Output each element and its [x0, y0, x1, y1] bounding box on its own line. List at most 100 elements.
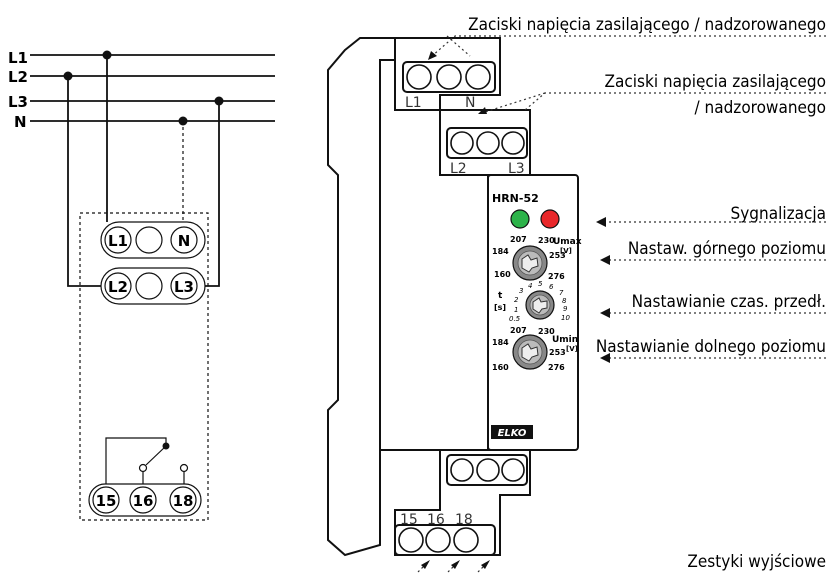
umax-tick-160: 160 [494, 270, 511, 279]
brand-logo: ELKO [498, 428, 527, 439]
time-tick-0-5: 0.5 [509, 315, 521, 323]
umax-label: Umax [553, 237, 582, 247]
schematic-terminal-row-1: L1 N [100, 221, 206, 259]
line-label-l3: L3 [8, 93, 28, 111]
terminal-label-l2: L2 [108, 278, 128, 296]
supply-lines: L1 L2 L3 N [8, 49, 275, 287]
screw-n [465, 64, 491, 90]
brand-badge [491, 425, 533, 439]
terminal-empty-1 [135, 226, 163, 254]
arrow-delay [600, 308, 610, 318]
time-tick-3: 3 [519, 287, 523, 295]
callout-signal: Sygnalizacja [731, 204, 826, 224]
device-label-18: 18 [455, 512, 473, 528]
arrow-upper [600, 255, 610, 265]
umin-unit: [V] [566, 345, 578, 353]
umax-tick-230: 230 [538, 236, 555, 245]
time-delay-dial[interactable] [525, 290, 555, 320]
umin-tick-253: 253 [549, 348, 566, 357]
umin-tick-230: 230 [538, 327, 555, 336]
terminal-l1 [104, 226, 132, 254]
terminal-n [170, 226, 198, 254]
schematic-frame [79, 212, 209, 521]
screw-16 [425, 527, 451, 553]
arrow-lower [600, 353, 610, 363]
time-tick-2: 2 [514, 296, 519, 304]
terminal-label-l1: L1 [108, 232, 128, 250]
callouts: Zaciski napięcia zasilającego / nadzorow… [417, 15, 827, 573]
screw-lower-1 [450, 458, 474, 482]
drop-l3 [205, 101, 220, 287]
callout-supply-top: Zaciski napięcia zasilającego / nadzorow… [468, 15, 826, 35]
terminal-label-n: N [178, 232, 191, 250]
led-green-indicator [510, 209, 530, 229]
device-label-16: 16 [427, 512, 445, 528]
device-label-l1: L1 [405, 95, 422, 111]
umin-tick-160: 160 [492, 363, 509, 372]
schematic-terminal-row-2: L2 L3 [100, 267, 206, 305]
umax-tick-253: 253 [549, 251, 566, 260]
umax-tick-184: 184 [492, 247, 509, 256]
screw-mid-b [476, 131, 500, 155]
terminal-label-18: 18 [173, 492, 194, 510]
screw-l3 [501, 131, 525, 155]
time-tick-9: 9 [563, 305, 568, 313]
screw-15 [398, 527, 424, 553]
device-label-l2: L2 [450, 161, 467, 177]
leader-supply-top [431, 35, 826, 57]
device-label-n: N [465, 95, 475, 111]
time-tick-4: 4 [528, 282, 532, 290]
umin-label: Umin [552, 335, 578, 345]
terminal-16 [129, 486, 157, 514]
screw-mid-a [436, 64, 462, 90]
arrow-supply-top [428, 51, 437, 60]
terminal-18 [169, 486, 197, 514]
leader-supply-top-b [446, 35, 471, 57]
arrow-supply-mid [478, 107, 487, 114]
screw-18 [453, 527, 479, 553]
led-red-indicator [540, 209, 560, 229]
screw-l2 [450, 131, 474, 155]
terminal-strip-1 [100, 221, 206, 259]
model-name: HRN-52 [492, 192, 539, 205]
umax-tick-276: 276 [548, 272, 565, 281]
output-arrows [417, 560, 490, 573]
time-tick-5: 5 [538, 280, 543, 288]
umin-tick-184: 184 [492, 338, 509, 347]
relay-contact-symbol [105, 437, 189, 484]
terminal-label-l3: L3 [174, 278, 194, 296]
device-label-15: 15 [400, 512, 418, 528]
umin-dial[interactable] [512, 334, 548, 370]
time-unit: [s] [494, 303, 506, 312]
terminal-l3 [170, 272, 198, 300]
umax-dial[interactable] [512, 245, 548, 281]
terminal-15 [92, 486, 120, 514]
line-label-l2: L2 [8, 68, 28, 86]
time-tick-10: 10 [561, 314, 570, 322]
umax-unit: [V] [560, 247, 572, 255]
screw-lower-2 [476, 458, 500, 482]
terminal-label-16: 16 [133, 492, 154, 510]
line-label-l1: L1 [8, 49, 28, 67]
callout-lower: Nastawianie dolnego poziomu [596, 337, 826, 357]
umin-tick-276: 276 [548, 363, 565, 372]
time-tick-7: 7 [559, 289, 564, 297]
screw-l1 [406, 64, 432, 90]
terminal-l2 [104, 272, 132, 300]
callout-supply-mid-2: / nadzorowanego [695, 98, 827, 118]
terminal-strip-3 [88, 483, 202, 517]
umax-tick-207: 207 [510, 235, 527, 244]
callout-supply-mid-1: Zaciski napięcia zasilającego [604, 72, 826, 92]
time-tick-8: 8 [562, 297, 567, 305]
terminal-strip-2 [100, 267, 206, 305]
leader-supply-mid-b [484, 92, 546, 113]
drop-l2 [67, 76, 101, 287]
device-body: L1 N L2 L3 HRN-52 207 230 184 253 160 27… [327, 37, 582, 557]
callout-upper: Nastaw. górnego poziomu [628, 239, 826, 259]
schematic-terminal-row-3: 15 16 18 [88, 483, 202, 517]
line-label-n: N [14, 113, 27, 131]
time-label: t [498, 291, 503, 301]
terminal-empty-2 [135, 272, 163, 300]
umin-tick-207: 207 [510, 326, 527, 335]
